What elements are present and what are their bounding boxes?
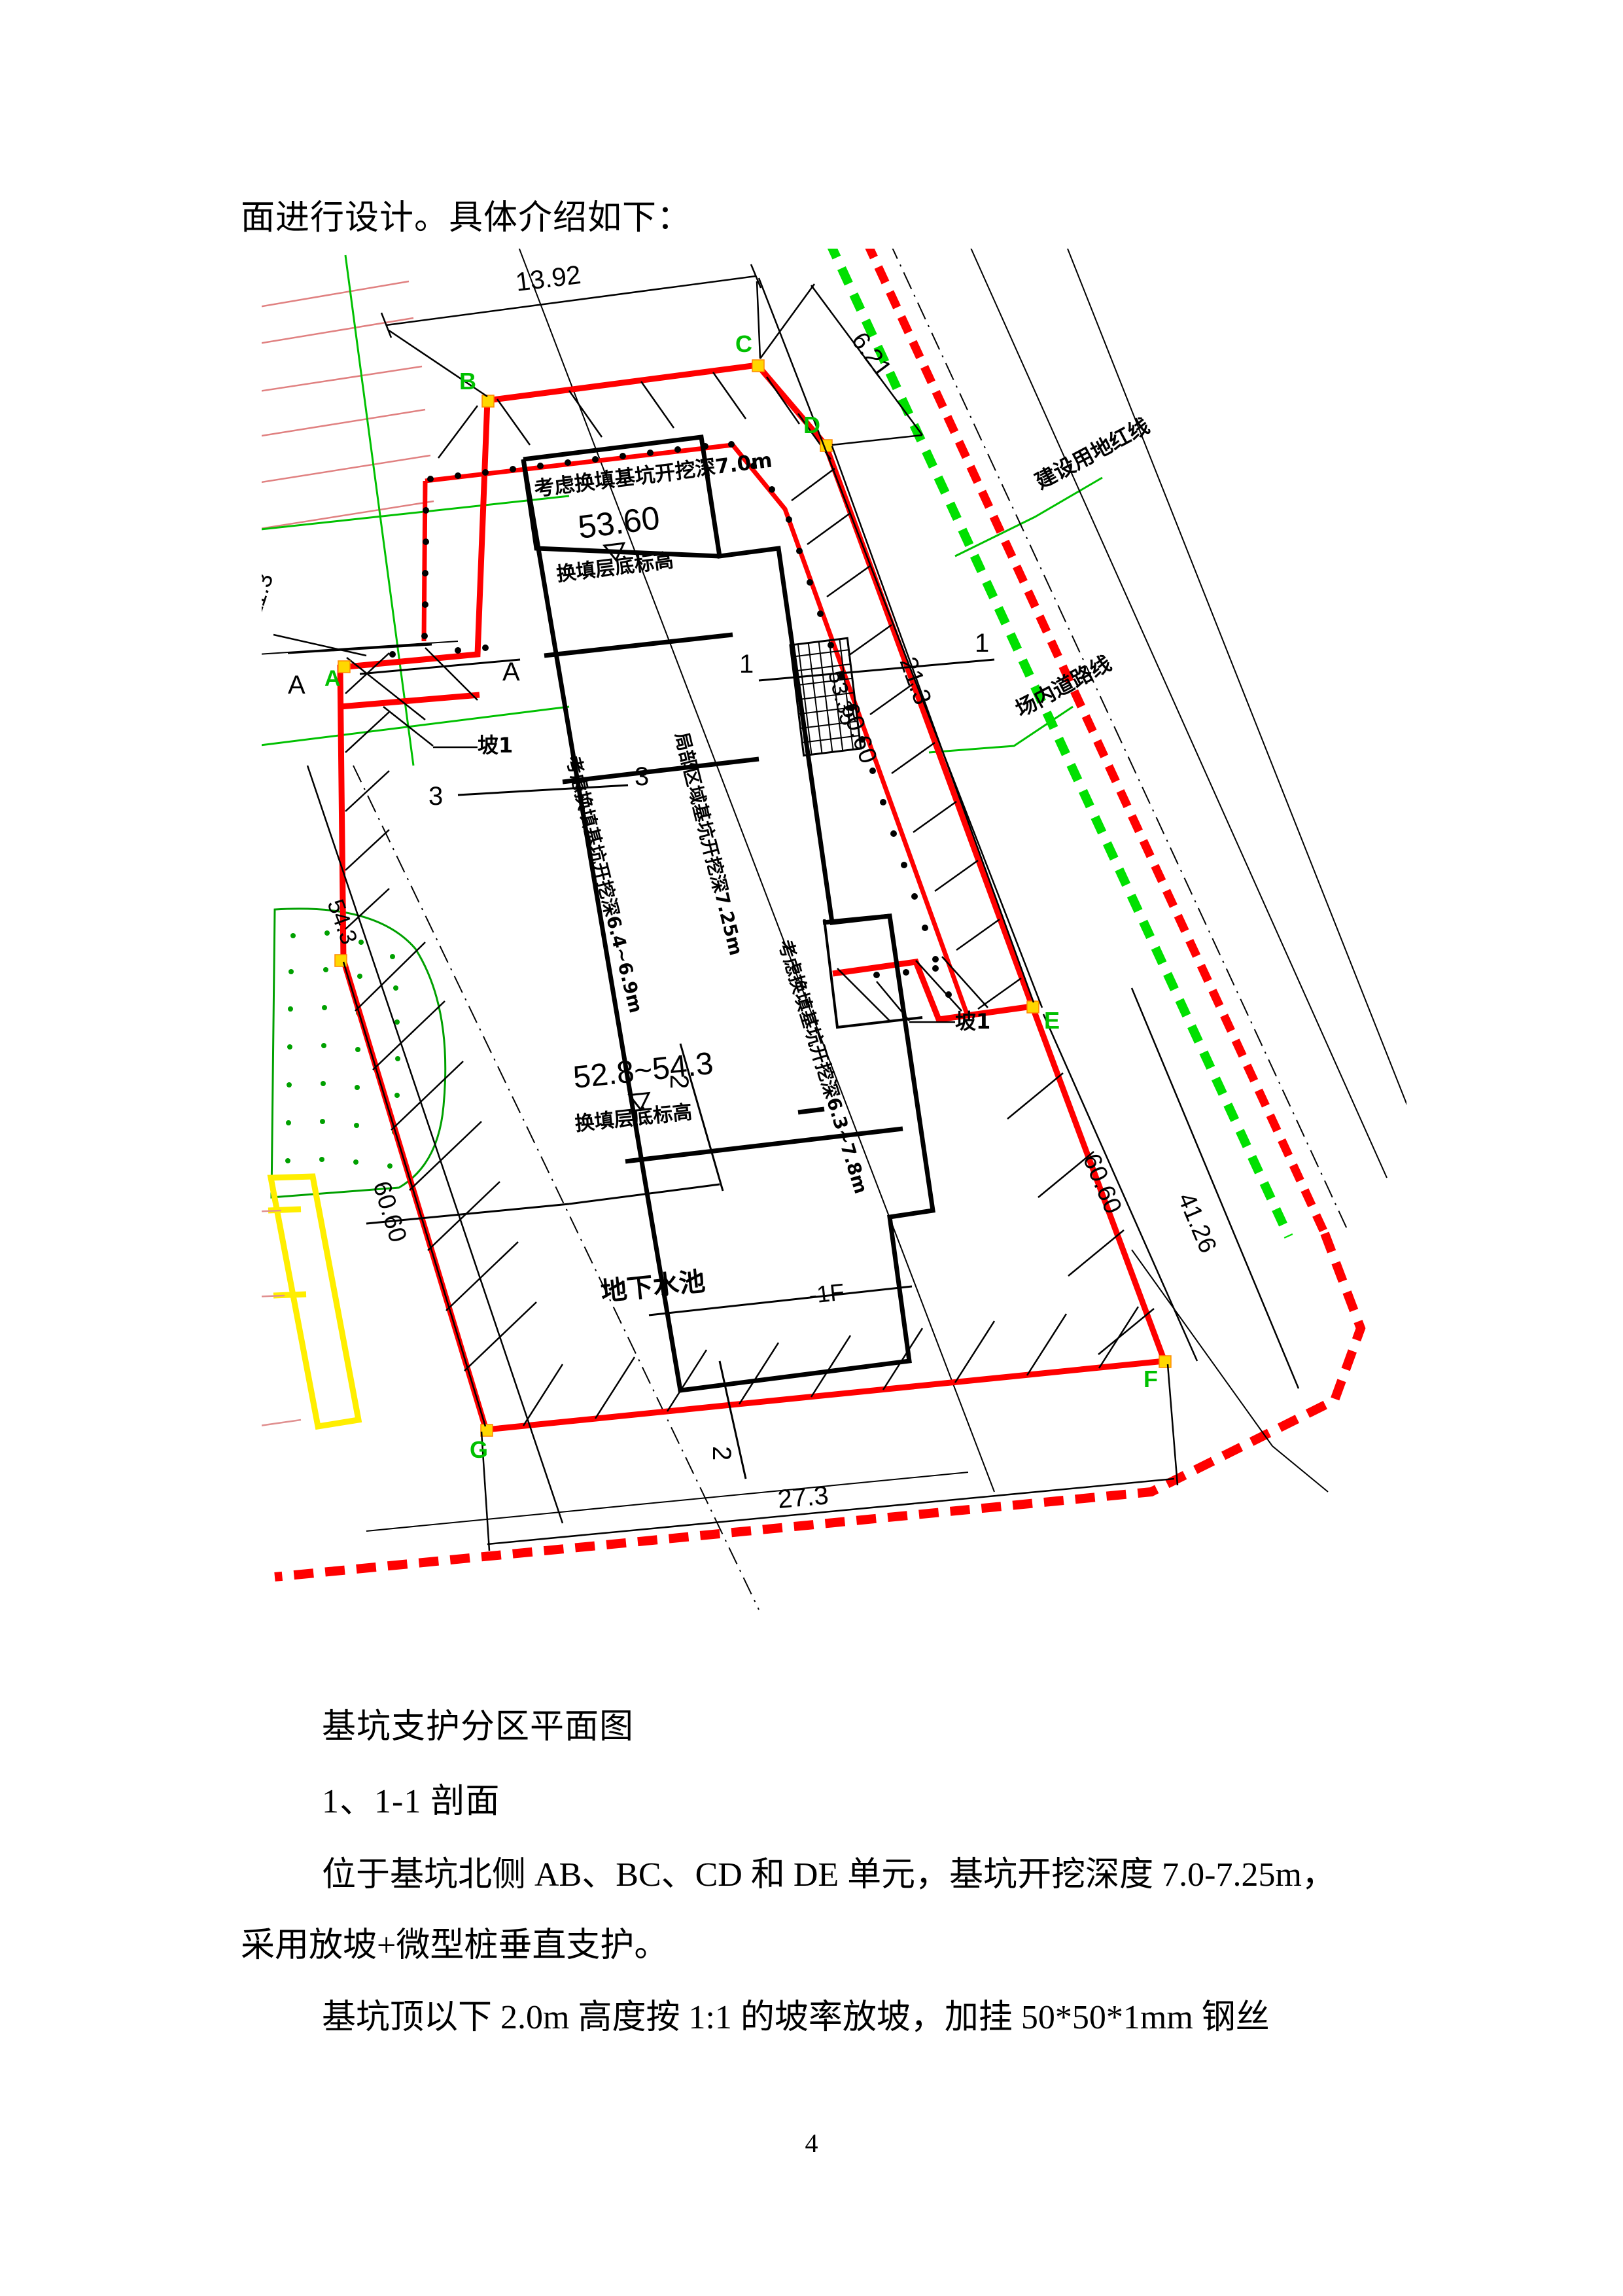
section-heading: 1、1-1 剖面 (322, 1783, 500, 1820)
paragraph-intro: 面进行设计。具体介绍如下： (241, 200, 692, 237)
vertex-label-B: B (459, 368, 476, 395)
dimension-27-3: 27.3 (777, 1481, 829, 1514)
pink-hatch-left (262, 280, 434, 529)
vertex-marker-B (481, 395, 495, 408)
vertex-marker-C (752, 359, 765, 372)
annotation-slope-label-right: 坡1 (955, 1009, 990, 1034)
red-dashed-site-boundary (274, 1231, 1366, 1581)
section-marker-1-right: 1 (975, 629, 989, 658)
slope-label-leaders (383, 706, 955, 1023)
red-dashed-land-line (865, 249, 1329, 1235)
section-marker-1-left: 1 (739, 650, 754, 679)
section-cut-markers (287, 643, 995, 1479)
paragraph-1-line-2: 采用放坡+微型桩垂直支护。 (241, 1927, 669, 1964)
vertex-marker-E (1026, 1000, 1039, 1014)
section-marker-2-upper: 2 (665, 1074, 693, 1089)
paragraph-1-line-1: 位于基坑北侧 AB、BC、CD 和 DE 单元，基坑开挖深度 7.0-7.25m… (322, 1856, 1336, 1894)
annotation-pool-level: -1F (808, 1279, 846, 1309)
vertex-label-E: E (1044, 1007, 1060, 1034)
green-dashed-road-line (827, 249, 1293, 1239)
building-outline (521, 434, 935, 1393)
section-marker-A-left: A (288, 671, 305, 699)
vertex-label-C: C (735, 330, 752, 357)
elevation-triangle-icon-mid (627, 1091, 651, 1112)
vertex-label-F: F (1143, 1366, 1158, 1392)
vertex-label-G: G (470, 1436, 488, 1463)
vertex-marker-A (338, 660, 351, 673)
vertex-label-D: D (803, 412, 820, 438)
vegetation-patch (270, 908, 447, 1199)
pink-tick-marks-left (262, 1209, 302, 1426)
annotation-slope-label-left: 坡1 (478, 733, 513, 758)
section-marker-2-lower: 2 (707, 1446, 736, 1460)
dash-dot-reference-lines (353, 249, 1348, 1610)
vertex-marker-F (1159, 1355, 1172, 1368)
page-number: 4 (805, 2128, 818, 2158)
paragraph-2-line-1: 基坑顶以下 2.0m 高度按 1:1 的坡率放坡，加挂 50*50*1mm 钢丝 (322, 1999, 1270, 2036)
figure-caption: 基坑支护分区平面图 (322, 1708, 635, 1746)
section-marker-3-right: 3 (635, 762, 649, 791)
road-corridor (827, 249, 1329, 1239)
section-marker-A-right: A (502, 658, 520, 686)
vertex-marker-G (480, 1424, 493, 1437)
dimension-lines (273, 264, 1300, 1551)
building-inner-lines (823, 919, 923, 1029)
vertex-label-A: A (324, 666, 341, 691)
stair-hatch-block (789, 637, 862, 757)
elevation-triangle-icon-top (602, 542, 626, 562)
section-marker-3-left: 3 (428, 782, 443, 811)
excavation-support-zoning-plan-drawing: 13.92 6.21 11.3 21.3 60.60 54.3 60.60 60… (262, 249, 1406, 1649)
